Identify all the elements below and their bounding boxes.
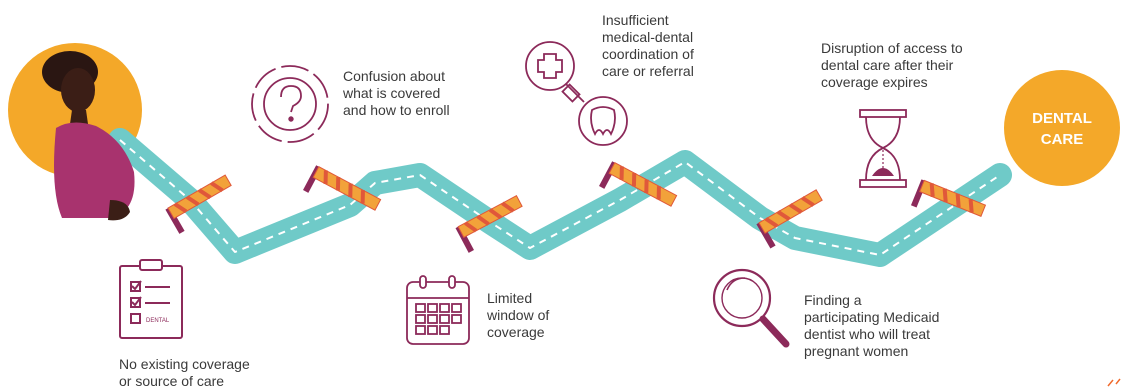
destination-label: DENTAL CARE <box>1032 110 1092 148</box>
destination-circle <box>1004 70 1120 186</box>
barrier-gate <box>303 165 382 211</box>
barrier-gate <box>455 195 523 253</box>
barrier-label-disruption: Disruption of access to dental care afte… <box>821 40 963 90</box>
magnifier-icon <box>712 268 790 348</box>
checklist-icon: DENTAL <box>119 259 183 339</box>
barrier-gate <box>910 179 987 217</box>
calendar-icon <box>406 275 470 345</box>
barrier-label-limited-window: Limited window of coverage <box>487 290 550 340</box>
barrier-gate <box>756 189 823 249</box>
medical-dental-link-icon <box>525 41 628 146</box>
pregnant-woman-icon <box>42 51 135 221</box>
hourglass-icon <box>859 109 907 188</box>
barrier-label-no-coverage: No existing coverage or source of care <box>119 356 250 389</box>
corner-mark <box>1107 378 1121 387</box>
barrier-gate <box>165 174 232 234</box>
barrier-gate <box>599 161 678 207</box>
barrier-label-confusion: Confusion about what is covered and how … <box>343 68 450 118</box>
barrier-label-finding-dentist: Finding a participating Medicaid dentist… <box>804 292 940 359</box>
question-icon <box>251 65 329 143</box>
road <box>108 128 1012 267</box>
barrier-label-coordination: Insufficient medical-dental coordination… <box>602 12 694 79</box>
checklist-tag: DENTAL <box>146 318 170 324</box>
